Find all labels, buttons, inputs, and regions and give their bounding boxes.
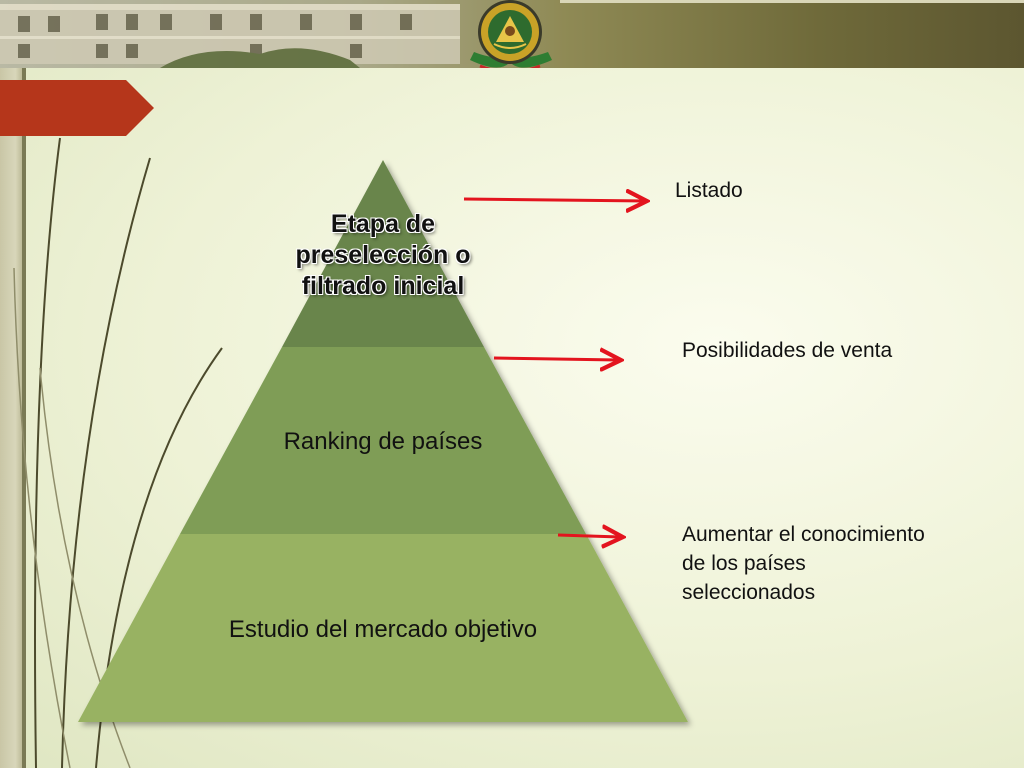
decorative-curves xyxy=(13,137,223,768)
pyramid-label-bottom: Estudio del mercado objetivo xyxy=(140,608,626,652)
left-decor-strip-edge xyxy=(22,68,26,768)
pyramid-level-middle xyxy=(180,347,586,534)
annotation-aumentar-conocimiento: Aumentar el conocimiento de los países s… xyxy=(682,523,925,604)
pyramid-label-middle: Ranking de países xyxy=(220,420,546,464)
annotation-listado: Listado xyxy=(675,179,743,202)
arrow-bottom xyxy=(557,535,620,537)
red-tab-marker xyxy=(0,80,154,136)
annotation-posibilidades-venta: Posibilidades de venta xyxy=(682,339,893,362)
pyramid-label-middle-text: Ranking de países xyxy=(283,428,483,455)
arrow-top xyxy=(463,199,644,201)
pyramid-level-bottom xyxy=(78,534,688,722)
header-banner xyxy=(0,0,1024,68)
pyramid-label-top: Etapa de preselección o filtrado inicial xyxy=(292,195,474,315)
university-seal-icon xyxy=(470,0,552,68)
arrow-middle xyxy=(493,358,618,360)
building-photo xyxy=(0,4,460,68)
pyramid-label-bottom-text: Estudio del mercado objetivo xyxy=(228,616,538,643)
pyramid-level-top xyxy=(282,160,484,347)
pyramid-label-top-text: Etapa de preselección o filtrado inicial xyxy=(295,209,471,300)
left-decor-strip xyxy=(0,68,22,768)
